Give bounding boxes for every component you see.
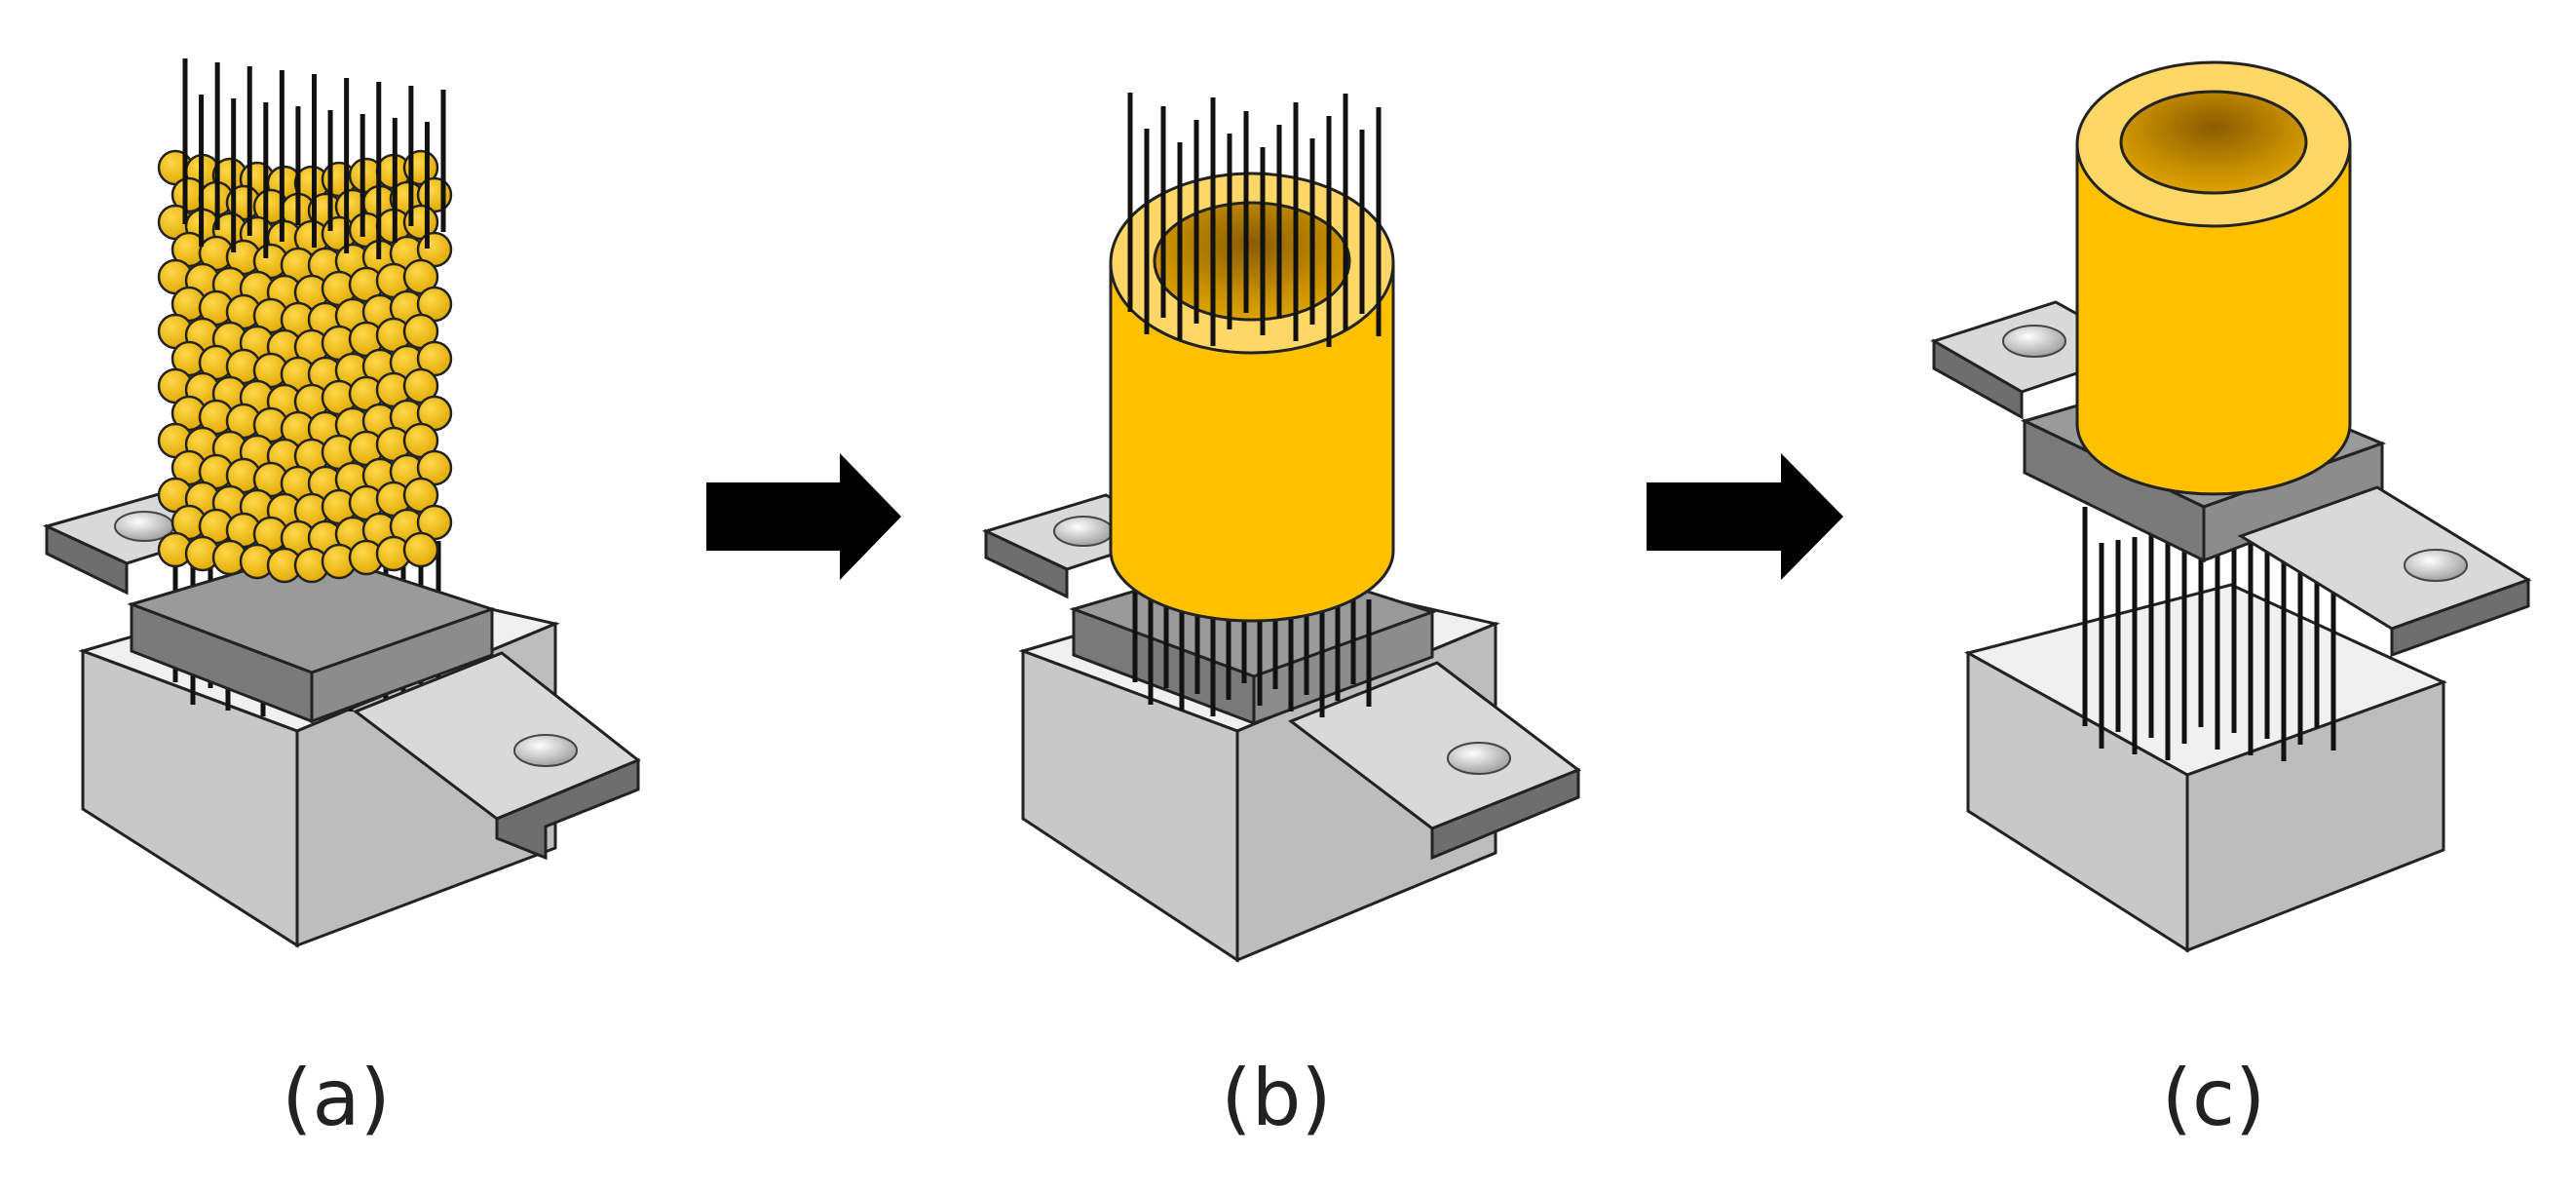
flange-right (352, 651, 641, 861)
caption-b: (b) (1221, 1053, 1332, 1143)
flange-right (2237, 485, 2532, 658)
hole-icon (513, 734, 578, 767)
gold-cylinder (2075, 60, 2352, 496)
caption-c: (c) (2161, 1053, 2266, 1143)
hole-icon (1053, 516, 1114, 547)
panel-b (981, 93, 1582, 963)
gold-cylinder (1109, 172, 1395, 623)
panel-c (1930, 60, 2532, 953)
pins-upper (182, 58, 446, 259)
powder-column (157, 149, 453, 584)
hole-icon (2002, 325, 2066, 358)
module-plate (127, 549, 497, 724)
right-arrow-icon (706, 453, 901, 580)
caption-a: (a) (282, 1053, 391, 1143)
flange-right (1287, 661, 1582, 861)
pins-upper (1127, 93, 1382, 347)
powder-ball (402, 531, 439, 568)
base-block (1963, 583, 2447, 953)
panel-a (42, 58, 641, 948)
hole-icon (2404, 549, 2468, 582)
hole-icon (1447, 742, 1511, 775)
right-arrow-icon (1647, 453, 1843, 580)
